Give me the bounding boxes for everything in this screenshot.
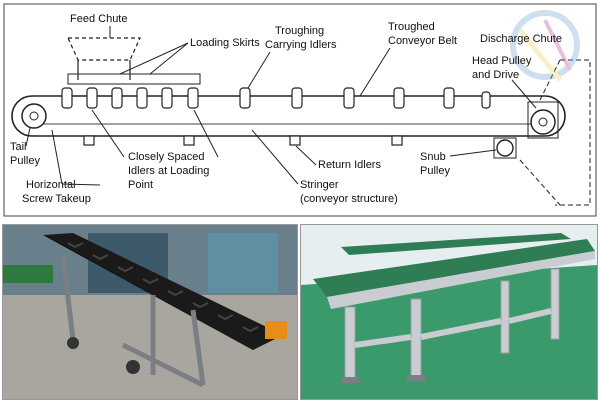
label-conveyor-belt: Conveyor Belt — [388, 35, 457, 47]
label-snub: Snub — [420, 151, 446, 163]
label-head-pulley: Head Pulley — [472, 55, 532, 67]
label-snub-pulley: Pulley — [420, 165, 450, 177]
label-conveyor-structure: (conveyor structure) — [300, 193, 398, 205]
conveyor-diagram: Feed Chute Loading Skirts — [3, 3, 597, 217]
feed-chute — [67, 37, 141, 80]
carrying-idlers — [61, 87, 491, 109]
label-and-drive: and Drive — [472, 69, 519, 81]
label-point: Point — [128, 179, 153, 191]
label-feed-chute: Feed Chute — [70, 13, 127, 25]
label-stringer: Stringer — [300, 179, 339, 191]
label-pulley: Pulley — [10, 155, 40, 167]
label-return-idlers: Return Idlers — [318, 159, 381, 171]
label-loading-skirts: Loading Skirts — [190, 37, 260, 49]
drive-unit — [527, 101, 559, 139]
discharge-chute — [519, 59, 591, 206]
return-idlers — [83, 135, 403, 146]
label-idlers-loading: Idlers at Loading — [128, 165, 209, 177]
label-discharge-chute: Discharge Chute — [480, 33, 562, 45]
photo-green-belt-conveyor — [300, 224, 598, 400]
snub-pulley — [496, 139, 514, 157]
label-troughed: Troughed — [388, 21, 435, 33]
label-tail: Tail — [10, 141, 27, 153]
label-screw-takeup: Screw Takeup — [22, 193, 91, 205]
photo-chevron-belt-conveyor — [2, 224, 298, 400]
label-carrying-idlers: Carrying Idlers — [265, 39, 337, 51]
logo-watermark — [510, 10, 580, 82]
label-troughing: Troughing — [275, 25, 324, 37]
label-closely-spaced: Closely Spaced — [128, 151, 204, 163]
label-horizontal: Horizontal — [26, 179, 76, 191]
